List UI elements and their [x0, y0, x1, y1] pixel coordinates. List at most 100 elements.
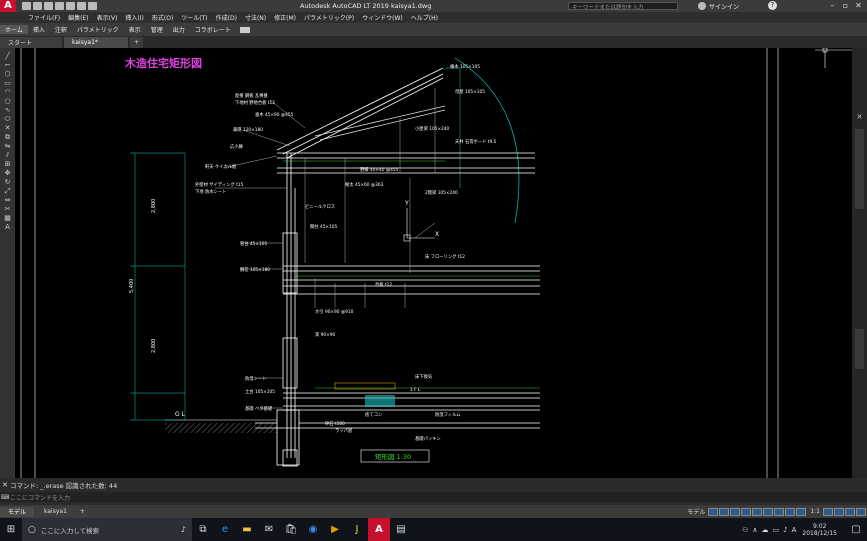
polar-icon[interactable] — [741, 507, 752, 516]
edge-icon[interactable]: e — [221, 524, 229, 535]
tool-palette-strip[interactable]: ✕ — [852, 48, 867, 478]
fullscreen-icon[interactable] — [845, 507, 855, 516]
menu-edit[interactable]: 編集(E) — [68, 15, 89, 22]
scale-icon[interactable]: ⤢ — [4, 187, 11, 195]
ortho-icon[interactable] — [730, 507, 741, 516]
line-icon[interactable]: ╱ — [5, 52, 10, 60]
tab-kaisya1[interactable]: kaisya1* — [64, 37, 128, 48]
transparency-icon[interactable] — [785, 507, 796, 516]
help-icon[interactable]: ? — [768, 1, 777, 10]
grid-icon[interactable] — [708, 507, 719, 516]
chevron-up-icon[interactable]: ∧ — [752, 525, 758, 534]
taskbar-search[interactable]: ○ ここに入力して検索 ♪ — [22, 518, 192, 541]
snap-icon[interactable] — [719, 507, 730, 516]
isolate-icon[interactable] — [834, 507, 844, 516]
osnap-icon[interactable] — [752, 507, 763, 516]
menu-format[interactable]: 形式(O) — [151, 15, 174, 22]
command-input[interactable]: ここにコマンドを入力 — [10, 494, 71, 502]
lineweight-icon[interactable] — [774, 507, 785, 516]
text-icon[interactable]: A — [5, 223, 10, 231]
ime-icon[interactable]: A — [791, 525, 797, 534]
model-space-button[interactable]: モデル — [687, 509, 706, 516]
tab-annotate[interactable]: 注釈 — [54, 27, 67, 34]
offset-icon[interactable]: ⫽ — [5, 151, 10, 159]
tab-output[interactable]: 出力 — [172, 27, 185, 34]
polygon-icon[interactable]: ⬡ — [4, 70, 11, 78]
customize-icon[interactable] — [856, 507, 866, 516]
people-icon[interactable]: ⚇ — [742, 525, 749, 534]
close-icon[interactable]: ✕ — [2, 480, 8, 489]
new-icon[interactable] — [22, 2, 31, 10]
mirror-icon[interactable]: ⇋ — [4, 142, 11, 150]
spline-icon[interactable]: ∿ — [4, 106, 11, 114]
tab-manage[interactable]: 管理 — [150, 27, 163, 34]
search-input[interactable]: キーワードまたは語句を入力 — [568, 2, 678, 10]
display-icon[interactable]: ▭ — [772, 525, 780, 534]
menu-tools[interactable]: ツール(T) — [181, 15, 208, 22]
rotate-icon[interactable]: ↻ — [4, 178, 11, 186]
ellipse-icon[interactable]: ⬭ — [4, 115, 11, 123]
array-icon[interactable]: ⊞ — [4, 160, 11, 168]
mail-icon[interactable]: ✉ — [264, 524, 274, 535]
trim-icon[interactable]: ✂ — [4, 205, 11, 213]
palette-close-icon[interactable]: ✕ — [856, 113, 863, 121]
tab-start[interactable]: スタート — [0, 37, 62, 48]
plot-icon[interactable] — [66, 2, 75, 10]
minimize-icon[interactable]: – — [830, 1, 835, 10]
ribbon-toggle-icon[interactable] — [239, 26, 250, 33]
stretch-icon[interactable]: ⇔ — [4, 196, 11, 204]
menu-file[interactable]: ファイル(F) — [28, 15, 61, 22]
notifications-icon[interactable]: ▢ — [851, 524, 861, 535]
workspace-gear-icon[interactable] — [823, 507, 833, 516]
menu-help[interactable]: ヘルプ(H) — [410, 15, 438, 22]
tab-home[interactable]: ホーム — [0, 25, 28, 34]
menu-modify[interactable]: 修正(M) — [274, 15, 296, 22]
menu-view[interactable]: 表示(V) — [96, 15, 118, 22]
network-icon[interactable]: ☁ — [761, 525, 769, 534]
microphone-icon[interactable]: ♪ — [180, 525, 186, 534]
menu-draw[interactable]: 作成(D) — [215, 15, 237, 22]
new-tab-button[interactable]: + — [130, 37, 144, 48]
menu-dimension[interactable]: 寸法(N) — [244, 15, 267, 22]
undo-icon[interactable] — [77, 2, 86, 10]
tab-parametric[interactable]: パラメトリック — [76, 27, 119, 34]
new-layout-button[interactable]: + — [76, 506, 88, 517]
menu-window[interactable]: ウィンドウ(W) — [362, 15, 403, 22]
hatch-icon[interactable]: ▦ — [4, 214, 11, 222]
otrack-icon[interactable] — [763, 507, 774, 516]
tab-layout-kaisya1[interactable]: kaisya1 — [36, 506, 75, 517]
maximize-icon[interactable]: ▫ — [842, 1, 849, 10]
save-icon[interactable] — [44, 2, 53, 10]
tab-model[interactable]: モデル — [0, 506, 35, 517]
annotation-scale[interactable]: 1:1 — [810, 508, 820, 515]
rectangle-icon[interactable]: ▭ — [4, 79, 11, 87]
explorer-icon[interactable]: ▬ — [242, 524, 252, 535]
autocad-taskbar-icon[interactable]: A — [368, 518, 390, 541]
menu-insert[interactable]: 挿入(I) — [125, 15, 144, 22]
move-icon[interactable]: ✥ — [4, 169, 11, 177]
tab-view[interactable]: 表示 — [128, 27, 141, 34]
media-player-icon[interactable]: ◉ — [308, 524, 318, 535]
drawing-viewport[interactable]: 木造住宅矩形図 — [15, 47, 852, 478]
menu-parametric[interactable]: パラメトリック(P) — [303, 15, 355, 22]
close-icon[interactable]: ✕ — [855, 1, 862, 10]
app-window-icon[interactable]: ▤ — [396, 524, 406, 535]
erase-icon[interactable]: ✕ — [4, 124, 11, 132]
tab-collaborate[interactable]: コラボレート — [194, 27, 231, 34]
jww-icon[interactable]: J — [355, 524, 359, 535]
user-icon[interactable] — [698, 2, 706, 10]
volume-icon[interactable]: ♪ — [783, 525, 788, 534]
windows-start-icon[interactable]: ⊞ — [6, 524, 16, 535]
tab-insert[interactable]: 挿入 — [32, 27, 45, 34]
open-icon[interactable] — [33, 2, 42, 10]
video-icon[interactable]: ▶ — [331, 524, 339, 535]
clock[interactable]: 9:02 2018/12/15 — [802, 523, 837, 537]
sign-in-link[interactable]: サインイン — [709, 4, 740, 11]
task-view-icon[interactable]: ⧉ — [199, 524, 207, 535]
app-logo[interactable]: A — [0, 0, 16, 12]
copy-icon[interactable]: ⧉ — [5, 133, 10, 141]
arc-icon[interactable]: ◠ — [4, 88, 11, 96]
store-icon[interactable]: 🛍 — [284, 524, 298, 535]
polyline-icon[interactable]: ⌐ — [4, 61, 11, 69]
annotation-scale-icon[interactable] — [796, 507, 807, 516]
